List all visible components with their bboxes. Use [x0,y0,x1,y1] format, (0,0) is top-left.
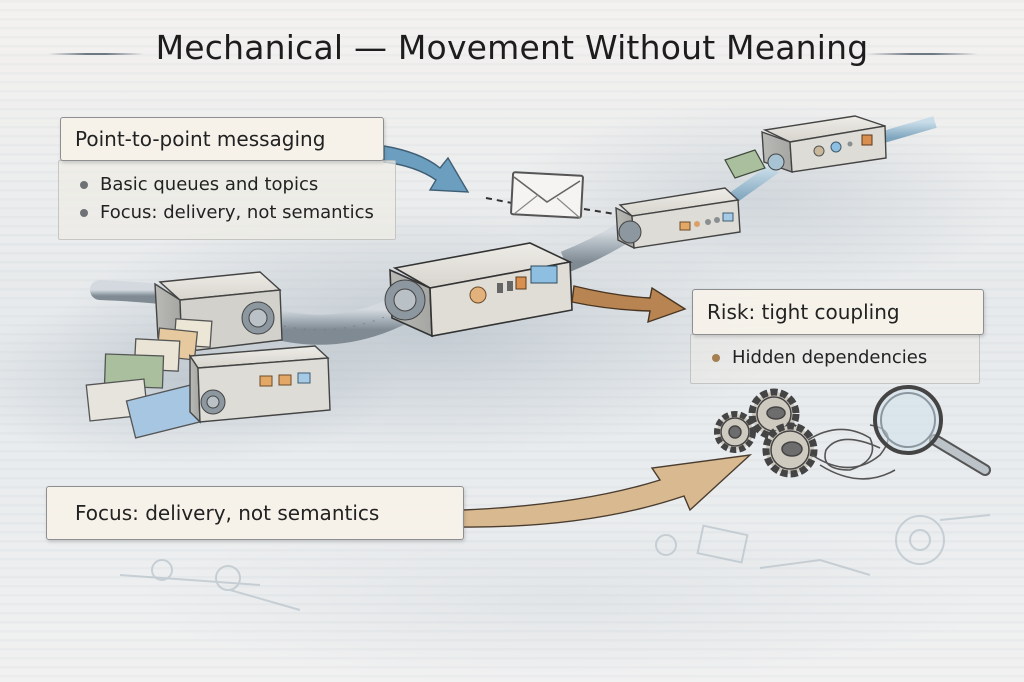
gear-icon [714,388,818,478]
risk-callout-heading: Risk: tight coupling [692,289,984,335]
orange-arrow [571,285,687,324]
tan-arrow [462,454,753,528]
bullet-dot [80,208,88,217]
router-device-right-middle [615,187,741,250]
blue-arrow [383,145,470,193]
bullet-dot [712,353,720,362]
messaging-heading-text: Point-to-point messaging [75,127,326,151]
focus-callout: Focus: delivery, not semantics [46,486,464,540]
page-title: Mechanical — Movement Without Meaning [155,28,869,67]
title-rule-right [866,53,978,55]
messaging-bullet-1: Basic queues and topics [80,174,318,195]
messaging-callout-heading: Point-to-point messaging [60,117,384,161]
magnifier-icon [873,385,991,476]
title-rule-left [48,53,144,55]
bullet-dot [80,180,88,189]
risk-bullet-1: Hidden dependencies [712,347,927,368]
message-card-in-transit [724,149,766,179]
message-card-stack [85,318,213,439]
focus-callout-text: Focus: delivery, not semantics [75,501,380,525]
router-device-center [384,242,573,338]
messaging-bullet-2: Focus: delivery, not semantics [80,202,374,223]
router-device-top-right [761,115,887,174]
router-device-front-left [188,345,331,424]
risk-heading-text: Risk: tight coupling [707,300,900,324]
bullet-text: Focus: delivery, not semantics [100,202,374,223]
faint-background-doodles [119,514,991,611]
envelope-icon [485,171,616,219]
bullet-text: Basic queues and topics [100,174,319,195]
bullet-text: Hidden dependencies [732,347,928,368]
messaging-bullets-panel [58,160,396,240]
